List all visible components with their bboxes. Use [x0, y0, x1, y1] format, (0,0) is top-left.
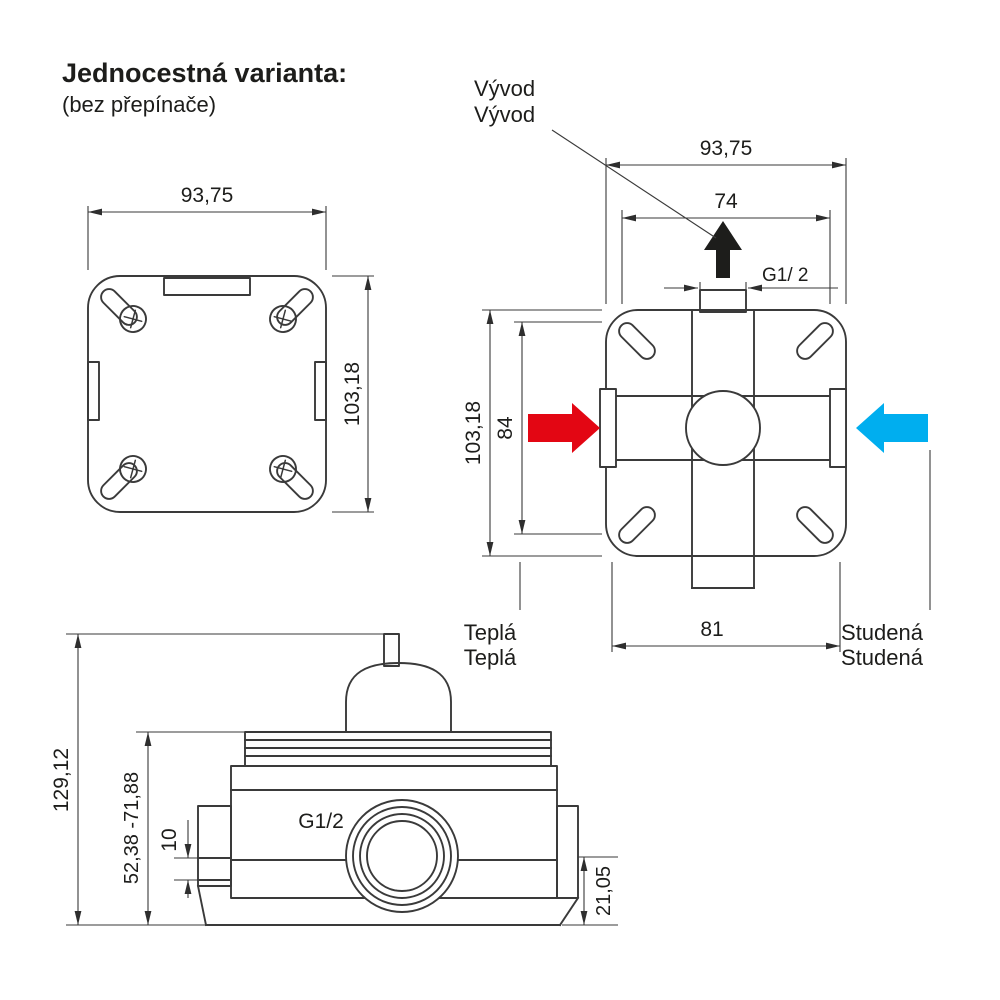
front-right-tab — [314, 361, 327, 421]
flow-mounting-slots — [618, 322, 834, 544]
cold-inlet-flange — [829, 388, 847, 468]
front-top-tab — [163, 277, 251, 296]
side-stem — [383, 633, 400, 667]
side-total-height-label: 129,12 — [50, 748, 73, 812]
hot-arrow — [528, 403, 600, 453]
front-plate — [87, 275, 327, 513]
side-dome — [345, 662, 452, 733]
valve-body — [599, 388, 847, 468]
side-base — [196, 884, 580, 927]
side-total-height-dimension: 129,12 — [50, 634, 206, 926]
side-step-dimension: 10 — [158, 820, 198, 898]
hot-label-2: Teplá — [464, 645, 517, 670]
side-right-step — [556, 805, 579, 899]
valve-center-boss — [685, 390, 761, 466]
page-title: Jednocestná varianta: — [62, 58, 347, 88]
flow-width-dimension: 93,75 — [605, 137, 847, 304]
front-mounting-slots — [100, 288, 314, 500]
cold-label-group: Studená Studená — [841, 450, 931, 670]
outlet-leader-line — [551, 129, 717, 239]
flow-height-dimension: 103,18 — [462, 309, 602, 557]
side-thread-label: G1/2 — [298, 810, 344, 833]
front-width-label: 93,75 — [181, 184, 234, 207]
front-height-label: 103,18 — [341, 362, 364, 426]
flow-height-label: 103,18 — [462, 401, 485, 465]
flow-thread-dimension: G1/ 2 — [664, 265, 838, 296]
side-step-label: 10 — [158, 828, 181, 851]
page-subtitle: (bez přepínače) — [62, 92, 216, 117]
front-width-dimension: 93,75 — [87, 184, 327, 270]
hot-label-group: Teplá Teplá — [464, 562, 521, 670]
cold-label-2: Studená — [841, 645, 924, 670]
flow-bottom-label: 81 — [700, 618, 723, 641]
side-base-height-dimension: 21,05 — [562, 856, 618, 926]
side-thread-port — [345, 799, 459, 913]
cold-label-1: Studená — [841, 620, 924, 645]
outlet-label-group: Vývod Vývod — [474, 76, 717, 239]
flow-bottom-dimension: 81 — [611, 562, 841, 652]
header: Jednocestná varianta: (bez přepínače) — [62, 58, 347, 117]
flow-inner-height-label: 84 — [494, 416, 517, 440]
side-view: G1/2 129,12 52,38 -71,88 10 21,05 — [50, 633, 618, 927]
outlet-thread-stub — [699, 289, 747, 313]
front-left-tab — [87, 361, 100, 421]
outlet-pipe — [691, 289, 755, 589]
side-left-step — [197, 805, 232, 887]
flow-thread-label: G1/ 2 — [762, 265, 808, 286]
flow-inner-height-dimension: 84 — [494, 321, 602, 535]
hot-label-1: Teplá — [464, 620, 517, 645]
cold-arrow — [856, 403, 928, 453]
outlet-arrow — [704, 221, 742, 278]
outlet-label-2: Vývod — [474, 102, 535, 127]
side-depth-dimension: 52,38 -71,88 — [121, 731, 245, 925]
front-height-dimension: 103,18 — [332, 275, 374, 513]
front-view: 93,75 103,18 — [87, 184, 374, 513]
side-depth-label: 52,38 -71,88 — [121, 772, 143, 884]
flow-view: 93,75 74 G1/ 2 103,18 84 — [462, 76, 931, 670]
side-base-height-label: 21,05 — [593, 866, 615, 916]
flow-width-label: 93,75 — [700, 137, 753, 160]
hot-inlet-flange — [599, 388, 617, 468]
flow-port-spacing-label: 74 — [714, 190, 738, 213]
front-screws — [119, 305, 297, 483]
outlet-label-1: Vývod — [474, 76, 535, 101]
